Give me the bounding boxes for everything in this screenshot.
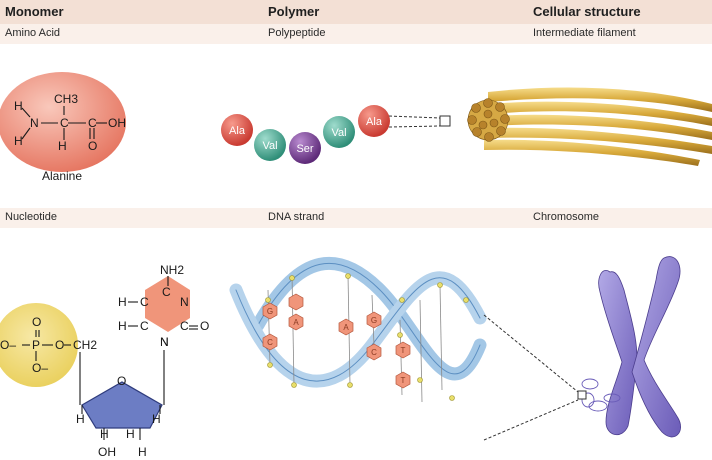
zoom-box bbox=[577, 390, 587, 400]
zoom-callout-bottom bbox=[483, 314, 579, 441]
atom-o: O bbox=[88, 139, 97, 153]
intermediate-filament bbox=[467, 87, 712, 166]
atom-h: H bbox=[14, 99, 23, 113]
dna-bases bbox=[262, 293, 411, 389]
atom-o-minus: O– bbox=[0, 338, 16, 352]
filament-rod bbox=[488, 87, 712, 112]
dna-base-label: T bbox=[401, 376, 406, 385]
atom-n: N bbox=[160, 335, 169, 349]
label-polypeptide: Polypeptide bbox=[268, 27, 326, 39]
atom-c: C bbox=[162, 285, 171, 299]
bead-label: Ala bbox=[229, 125, 246, 137]
atom-h: H bbox=[14, 134, 23, 148]
bead-label: Ala bbox=[366, 116, 383, 128]
atom-h: H bbox=[118, 295, 127, 309]
dna-double-helix: G C G C A T T A bbox=[229, 256, 487, 403]
atom-n: N bbox=[30, 116, 39, 130]
nucleotide-bonds bbox=[22, 276, 198, 440]
atom-c: C bbox=[88, 116, 97, 130]
atom-h: H bbox=[76, 412, 85, 426]
filament-rod bbox=[488, 127, 712, 154]
polypeptide-chain: Ala Val Ser Val Ala bbox=[221, 105, 390, 164]
bead-ala bbox=[358, 105, 390, 137]
label-dna-strand: DNA strand bbox=[268, 211, 325, 223]
atom-o: O bbox=[55, 338, 64, 352]
label-nucleotide: Nucleotide bbox=[5, 211, 57, 223]
dna-base-label: G bbox=[371, 316, 377, 325]
chromatid-right bbox=[631, 256, 681, 438]
alanine-caption: Alanine bbox=[42, 169, 82, 183]
atom-h: H bbox=[58, 139, 67, 153]
header-polymer: Polymer bbox=[268, 4, 320, 19]
dna-base-label: T bbox=[401, 346, 406, 355]
filament-rod bbox=[490, 101, 712, 126]
atom-oh: OH bbox=[108, 116, 126, 130]
filament-rod bbox=[490, 114, 712, 140]
atom-h: H bbox=[118, 319, 127, 333]
atom-n: N bbox=[180, 295, 189, 309]
atom-c: C bbox=[140, 295, 149, 309]
atom-p: P bbox=[32, 338, 40, 352]
bead-label: Ser bbox=[296, 143, 313, 155]
atom-c: C bbox=[180, 319, 189, 333]
atom-h: H bbox=[126, 427, 135, 441]
label-intermediate-filament: Intermediate filament bbox=[533, 27, 636, 39]
filament-cross-section bbox=[467, 98, 510, 142]
row-amino-acid: Amino Acid Polypeptide Intermediate fila… bbox=[0, 24, 712, 44]
atom-o-minus: O– bbox=[32, 361, 48, 375]
chromosome bbox=[577, 256, 681, 438]
chromatin-loops bbox=[581, 378, 621, 412]
atom-o: O bbox=[117, 374, 126, 388]
sugar-ring bbox=[81, 381, 163, 429]
dna-base-label: A bbox=[293, 318, 299, 327]
atom-o: O bbox=[32, 315, 41, 329]
zoom-callout-top bbox=[388, 115, 441, 128]
atom-nh2: NH2 bbox=[160, 263, 184, 277]
dna-base-label: C bbox=[371, 348, 377, 357]
atom-oh: OH bbox=[98, 445, 116, 459]
alanine-bubble bbox=[0, 72, 126, 172]
header-cellular-structure: Cellular structure bbox=[533, 4, 641, 19]
header-monomer: Monomer bbox=[5, 4, 64, 19]
label-amino-acid: Amino Acid bbox=[5, 27, 61, 39]
dna-base-label: A bbox=[343, 323, 349, 332]
zoom-box bbox=[439, 115, 451, 127]
atom-o: O bbox=[200, 319, 209, 333]
bead-ser bbox=[289, 132, 321, 164]
row-nucleotide: Nucleotide DNA strand Chromosome bbox=[0, 208, 712, 228]
dna-backbone bbox=[257, 262, 481, 375]
nucleotide-molecule: NH2 H C N C N H C C O N O– P O O– O CH2 … bbox=[0, 263, 209, 459]
phosphate-group bbox=[0, 303, 78, 387]
alanine-molecule: H N H CH3 C C OH O H Alanine bbox=[0, 72, 126, 183]
atom-ch2: CH2 bbox=[73, 338, 97, 352]
alanine-bonds bbox=[21, 106, 107, 140]
bead-label: Val bbox=[262, 140, 277, 152]
atom-h: H bbox=[152, 412, 161, 426]
filament-rod bbox=[484, 139, 700, 166]
label-chromosome: Chromosome bbox=[533, 211, 600, 223]
atom-n: N bbox=[160, 335, 169, 349]
atom-h: H bbox=[138, 445, 147, 459]
chromatid-left bbox=[598, 270, 638, 435]
bead-val bbox=[254, 129, 286, 161]
atom-ch3: CH3 bbox=[54, 92, 78, 106]
phosphate-nodes bbox=[265, 273, 469, 401]
dna-base-label: G bbox=[267, 307, 273, 316]
bead-ala bbox=[221, 114, 253, 146]
base-ring bbox=[145, 276, 190, 332]
atom-c: C bbox=[60, 116, 69, 130]
bead-label: Val bbox=[331, 127, 346, 139]
bead-val bbox=[323, 116, 355, 148]
atom-c: C bbox=[140, 319, 149, 333]
dna-base-label: C bbox=[267, 338, 273, 347]
